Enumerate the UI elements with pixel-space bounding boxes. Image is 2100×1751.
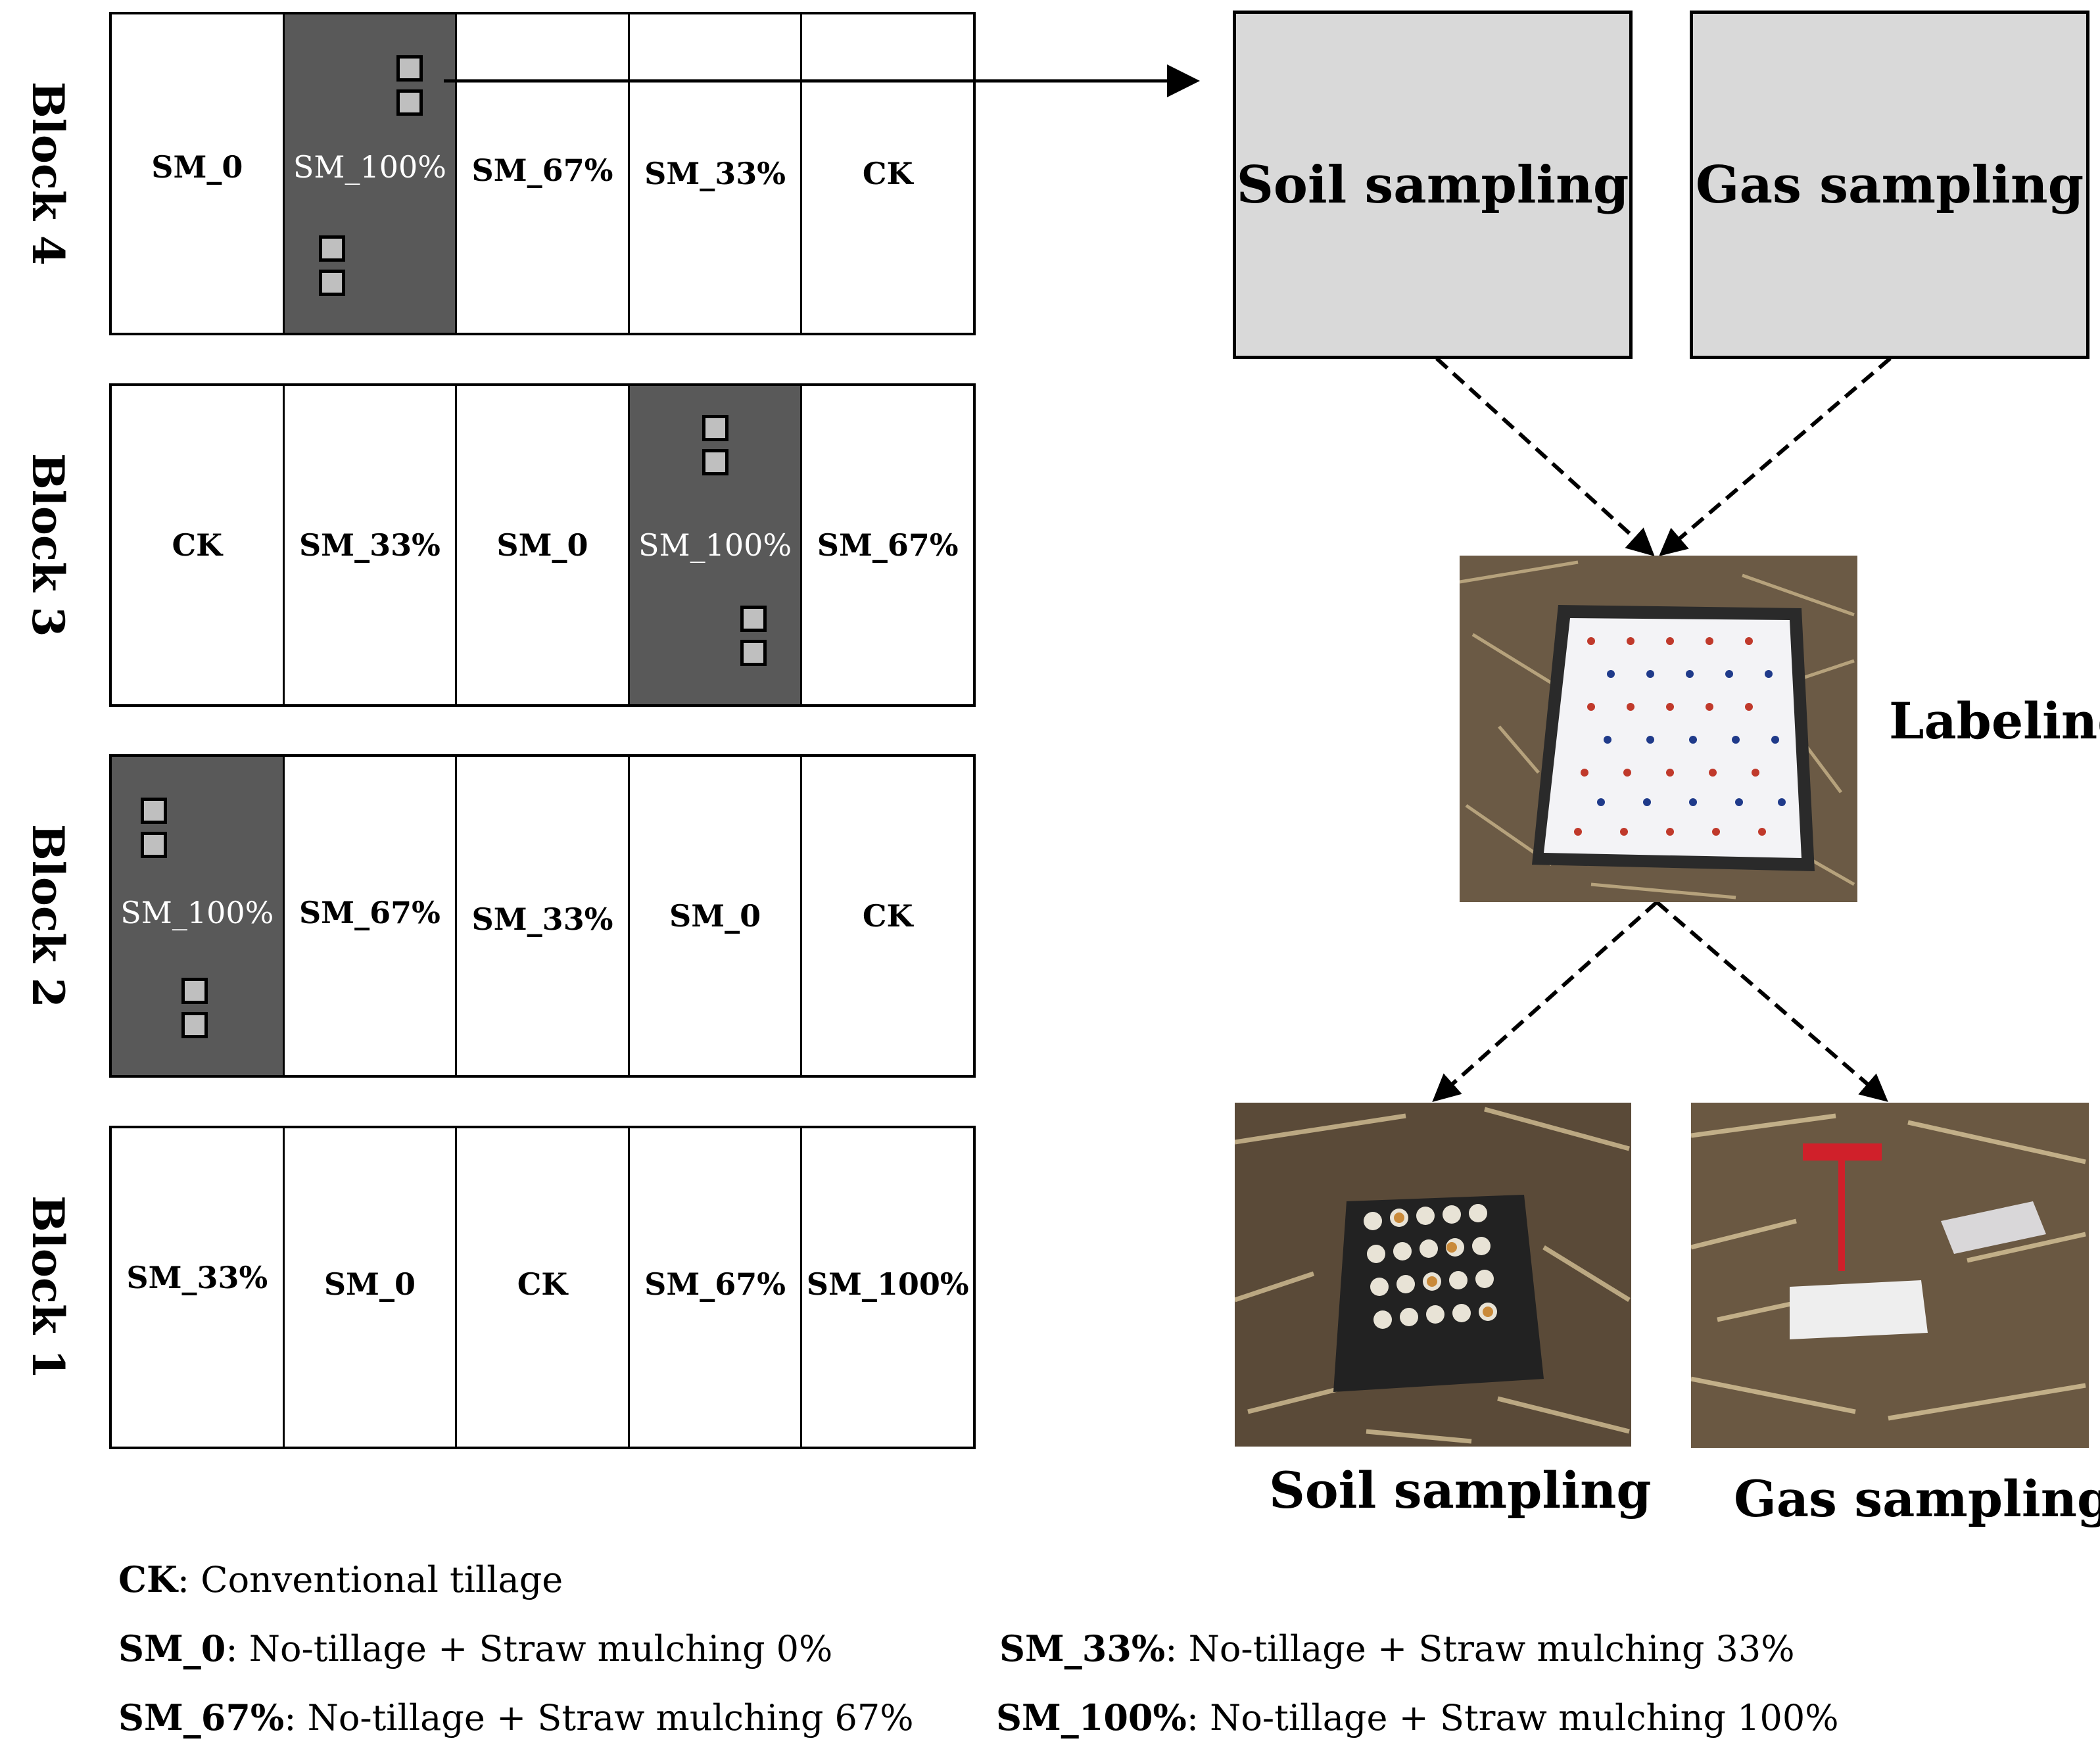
- plot-label: SM_0: [151, 149, 243, 185]
- legend-ck: CK: Conventional tillage: [118, 1558, 563, 1600]
- gas-sampling-photo: [1691, 1103, 2089, 1448]
- plot: SM_67%: [629, 1128, 803, 1447]
- plot: SM_67%: [802, 386, 973, 704]
- block-3-row: CK SM_33% SM_0 SM_100% SM_67%: [109, 383, 976, 707]
- plot-label: SM_33%: [471, 901, 613, 937]
- plot-label: CK: [862, 156, 913, 191]
- sampling-chamber: [702, 449, 728, 475]
- sampling-chamber: [396, 55, 423, 82]
- block-1-label: Block 1: [22, 1195, 74, 1379]
- legend-sm0: SM_0: No-tillage + Straw mulching 0%: [118, 1627, 832, 1669]
- plot: SM_67%: [457, 14, 630, 333]
- legend-term: CK: [118, 1558, 178, 1600]
- plot-label: SM_33%: [644, 156, 786, 191]
- plot-label: SM_67%: [298, 895, 441, 931]
- gas-sampling-box: Gas sampling: [1690, 11, 2089, 359]
- labeling-photo: [1460, 556, 1857, 902]
- plot: SM_0: [457, 386, 630, 704]
- plot-label: SM_33%: [126, 1260, 268, 1296]
- legend-sm67: SM_67%: No-tillage + Straw mulching 67%: [118, 1696, 914, 1739]
- plot: CK: [457, 1128, 630, 1447]
- block-2-label: Block 2: [22, 824, 74, 1008]
- gas-sampling-caption: Gas sampling: [1734, 1470, 2100, 1528]
- sampling-chamber: [141, 832, 167, 858]
- plot: SM_33%: [112, 1128, 285, 1447]
- sampling-chamber: [396, 89, 423, 116]
- plot-label: SM_67%: [471, 153, 613, 189]
- sampling-chamber: [181, 978, 208, 1004]
- plot-highlighted: SM_100%: [284, 14, 458, 333]
- plot-highlighted: SM_100%: [629, 386, 803, 704]
- dashed-arrow-soil-to-label: [1435, 356, 1655, 557]
- plot-label: SM_0: [496, 527, 588, 563]
- plot-label: SM_33%: [298, 527, 441, 563]
- dashed-arrow-label-to-gas: [1656, 900, 1888, 1102]
- sampling-chamber: [740, 640, 767, 666]
- sampling-chamber: [181, 1012, 208, 1038]
- block-4-label: Block 4: [22, 82, 74, 266]
- legend-term: SM_67%: [118, 1696, 285, 1739]
- plot-label: SM_67%: [644, 1266, 786, 1303]
- legend-desc: : Conventional tillage: [177, 1559, 563, 1600]
- legend-term: SM_0: [118, 1627, 226, 1669]
- sampling-chamber: [740, 606, 767, 632]
- plot: SM_0: [112, 14, 285, 333]
- block-4-row: SM_0 SM_100% SM_67% SM_33% CK: [109, 12, 976, 335]
- plot: SM_33%: [629, 14, 803, 333]
- soil-sampling-caption: Soil sampling: [1269, 1461, 1652, 1520]
- plot: SM_33%: [457, 757, 630, 1075]
- plot: SM_0: [629, 757, 803, 1075]
- legend-sm33: SM_33%: No-tillage + Straw mulching 33%: [999, 1627, 1795, 1669]
- plot-label: SM_100%: [638, 527, 792, 563]
- legend-desc: : No-tillage + Straw mulching 67%: [284, 1697, 914, 1739]
- soil-sampling-photo: [1235, 1103, 1631, 1447]
- plot-label: CK: [862, 898, 913, 934]
- dashed-arrow-label-to-soil: [1432, 900, 1658, 1102]
- sampling-chamber: [141, 798, 167, 824]
- plot-label: SM_100%: [293, 149, 446, 185]
- plot-label: SM_100%: [806, 1266, 969, 1303]
- plot: SM_67%: [284, 757, 458, 1075]
- dashed-arrow-gas-to-label: [1659, 356, 1892, 556]
- soil-sampling-box: Soil sampling: [1233, 11, 1633, 359]
- plot-label: SM_0: [323, 1266, 416, 1303]
- plot: SM_33%: [284, 386, 458, 704]
- plot-highlighted: SM_100%: [112, 757, 285, 1075]
- sampling-chamber: [318, 235, 345, 262]
- block-1-row: SM_33% SM_0 CK SM_67% SM_100%: [109, 1126, 976, 1449]
- plot: SM_100%: [802, 1128, 973, 1447]
- plot-label: CK: [172, 527, 223, 563]
- legend-desc: : No-tillage + Straw mulching 0%: [226, 1628, 833, 1669]
- plot-label: CK: [517, 1266, 568, 1303]
- legend-desc: : No-tillage + Straw mulching 33%: [1165, 1628, 1795, 1669]
- sampling-chamber: [318, 270, 345, 296]
- sampling-chamber: [702, 415, 728, 441]
- plot: CK: [802, 757, 973, 1075]
- block-2-row: SM_100% SM_67% SM_33% SM_0 CK: [109, 754, 976, 1078]
- plot-label: SM_67%: [817, 527, 959, 563]
- plot: CK: [112, 386, 285, 704]
- legend-desc: : No-tillage + Straw mulching 100%: [1186, 1697, 1839, 1739]
- plot-label: SM_0: [669, 898, 761, 934]
- legend-sm100: SM_100%: No-tillage + Straw mulching 100…: [996, 1696, 1839, 1739]
- plot: CK: [802, 14, 973, 333]
- plot-label: SM_100%: [120, 895, 274, 931]
- plot: SM_0: [284, 1128, 458, 1447]
- block-3-label: Block 3: [22, 453, 74, 637]
- legend-term: SM_33%: [999, 1627, 1166, 1669]
- labeling-caption: Labeling: [1889, 692, 2100, 750]
- legend-term: SM_100%: [996, 1696, 1187, 1739]
